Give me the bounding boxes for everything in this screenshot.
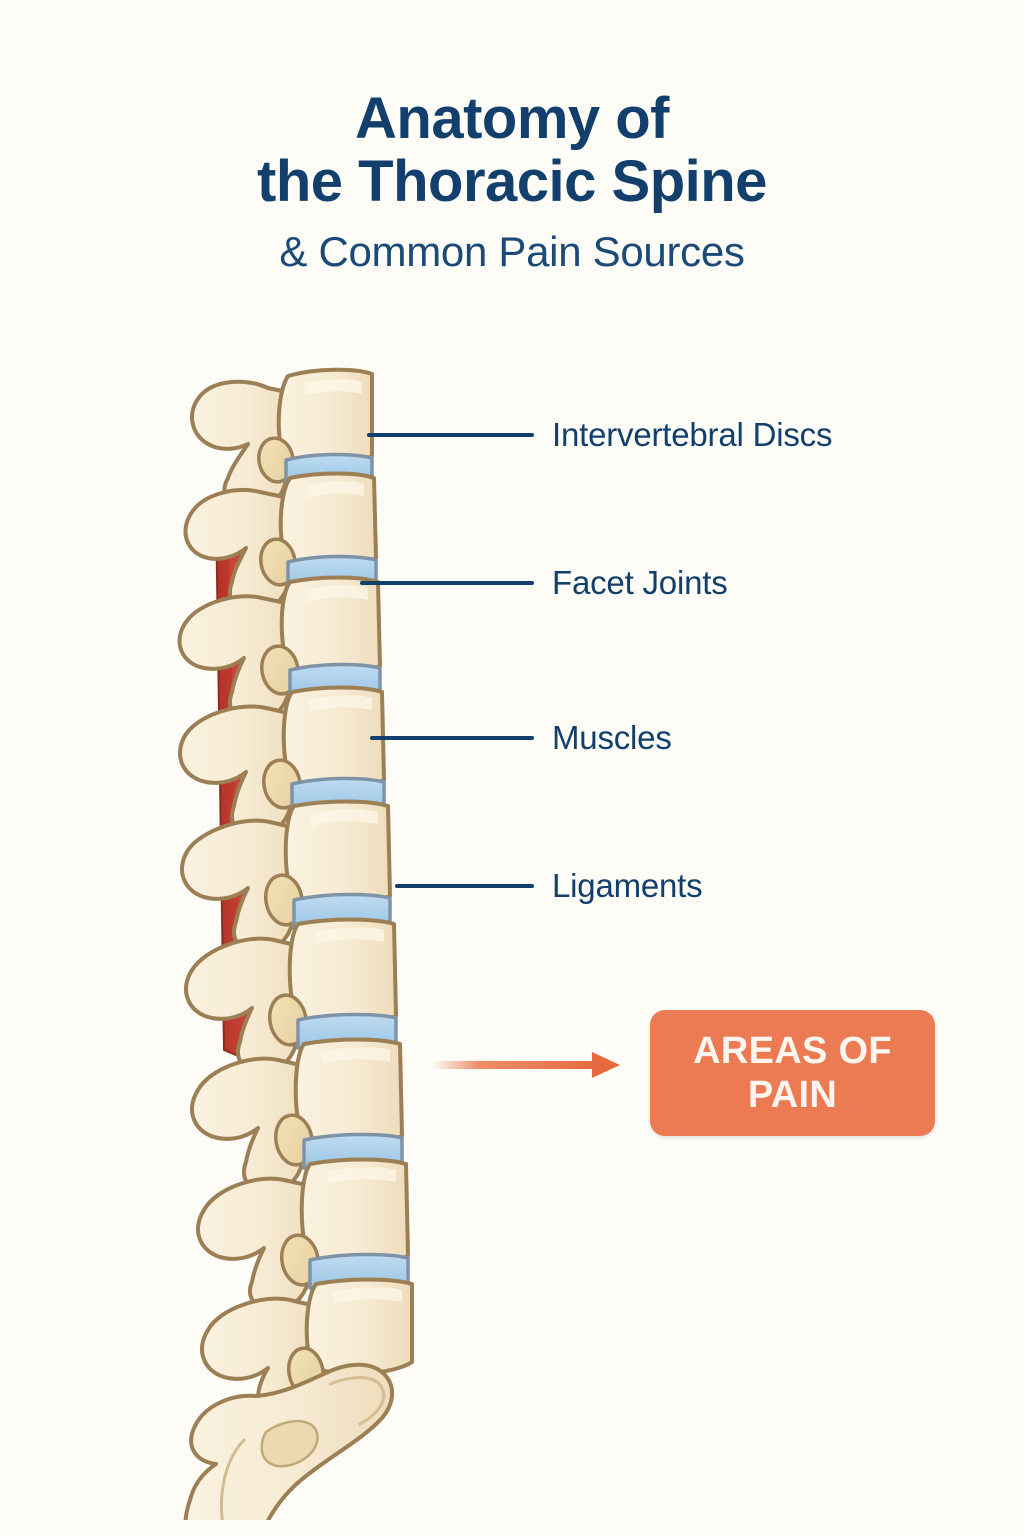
callout-ligaments: Ligaments <box>395 866 703 906</box>
callout-label-facet-joints: Facet Joints <box>552 564 728 601</box>
leader-line-intervertebral-discs <box>367 433 534 437</box>
areas-of-pain-line-2: PAIN <box>747 1074 838 1116</box>
title-line-1: Anatomy of <box>355 86 670 151</box>
spine-svg <box>177 367 414 1520</box>
vertebra-t8 <box>196 1157 410 1313</box>
callout-facet-joints: Facet Joints <box>360 563 728 603</box>
page-title: Anatomy of the Thoracic Spine <box>0 86 1024 214</box>
vertebra-t2 <box>183 471 378 615</box>
callout-label-ligaments: Ligaments <box>552 867 703 904</box>
areas-of-pain-badge[interactable]: AREAS OF PAIN <box>650 1010 935 1136</box>
leader-line-ligaments <box>395 884 534 888</box>
sacrum-coccyx <box>183 1362 394 1520</box>
callout-intervertebral-discs: Intervertebral Discs <box>367 415 832 455</box>
callout-label-intervertebral-discs: Intervertebral Discs <box>552 416 833 453</box>
callout-muscles: Muscles <box>370 718 672 758</box>
callout-label-muscles: Muscles <box>552 719 672 756</box>
heading-block: Anatomy of the Thoracic Spine & Common P… <box>0 86 1024 276</box>
page-subtitle: & Common Pain Sources <box>279 228 745 276</box>
areas-of-pain-line-1: AREAS OF <box>693 1029 892 1072</box>
areas-of-pain-label: AREAS OF PAIN <box>693 1029 892 1117</box>
vertebra-t5 <box>180 799 392 955</box>
title-line-2: the Thoracic Spine <box>257 148 767 214</box>
pain-arrow-icon <box>432 1052 620 1078</box>
leader-line-facet-joints <box>360 581 534 585</box>
spine-illustration <box>120 360 480 1520</box>
vertebra-t6 <box>184 917 398 1075</box>
leader-line-muscles <box>370 736 534 740</box>
